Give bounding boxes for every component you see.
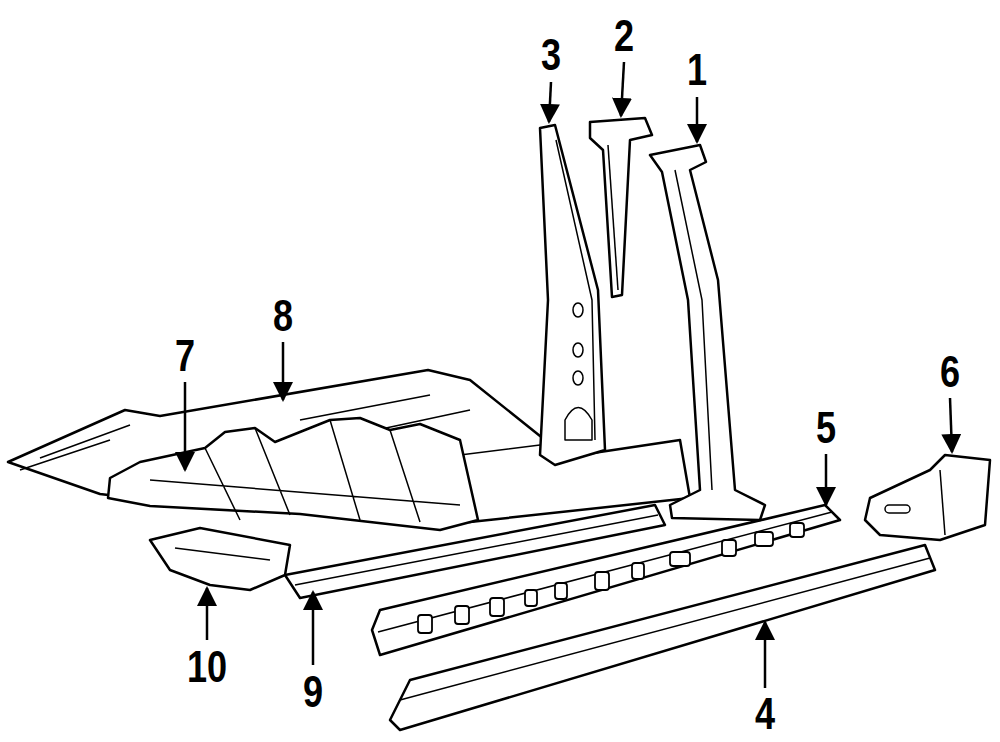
callout-number: 7 bbox=[175, 334, 195, 378]
callout-number: 3 bbox=[541, 33, 561, 77]
callout-number: 2 bbox=[614, 14, 634, 58]
callout-number: 8 bbox=[273, 294, 293, 338]
callout-number: 10 bbox=[187, 645, 227, 689]
callout-number: 6 bbox=[940, 350, 960, 394]
callout-number: 9 bbox=[303, 670, 323, 714]
callout-number: 1 bbox=[687, 48, 707, 92]
callout-number: 4 bbox=[755, 692, 775, 736]
leader-arrows bbox=[185, 62, 952, 688]
callout-number: 5 bbox=[816, 406, 836, 450]
